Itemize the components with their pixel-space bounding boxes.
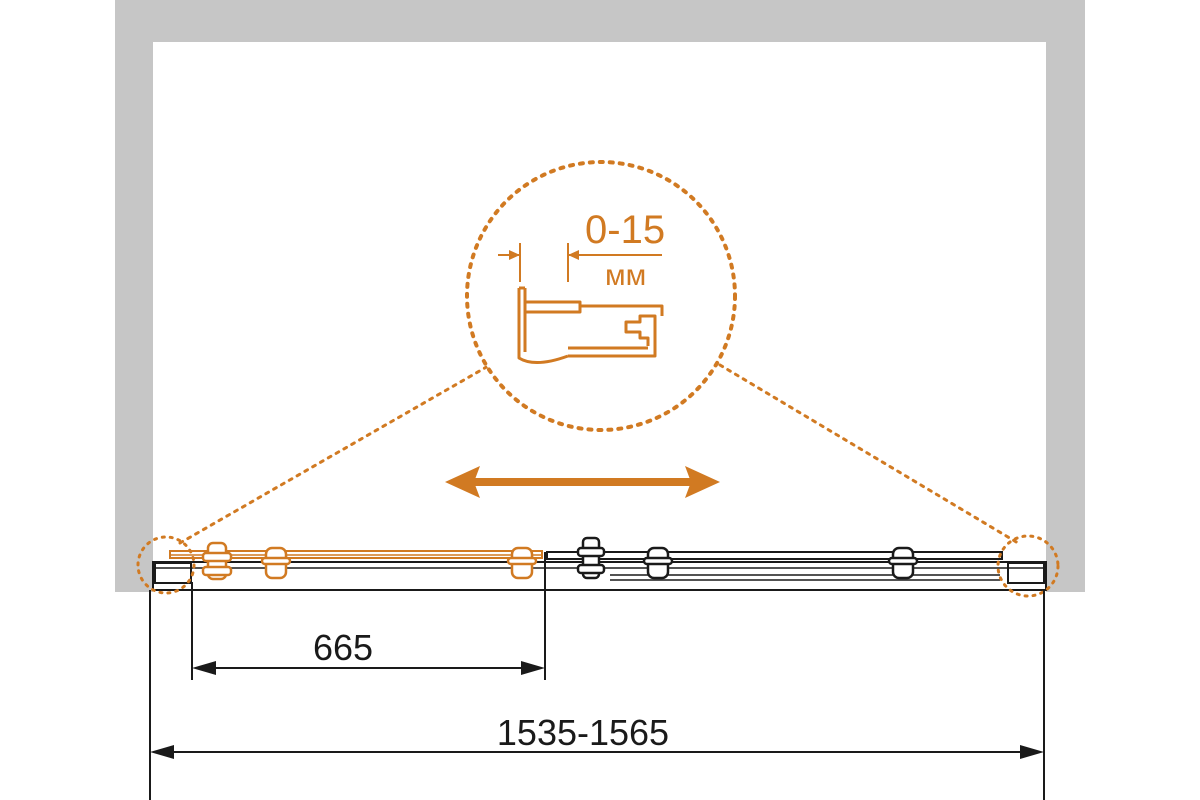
dotted-detail-circle-icon [465, 160, 737, 432]
gap-dimension [498, 243, 662, 282]
zoom-guide-lines [178, 363, 1020, 545]
zoom-guide-right [718, 363, 1020, 545]
double-headed-arrow-icon [445, 466, 720, 498]
fixed-glass-panel [546, 551, 1003, 560]
left-detail-circle-icon [136, 535, 196, 595]
wall-left [115, 0, 153, 592]
door-width-dimension [191, 552, 546, 680]
wall-niche [115, 0, 1085, 592]
total-width-dimension [149, 590, 1045, 800]
right-detail-circle-icon [996, 534, 1060, 598]
zoom-guide-left [178, 363, 492, 545]
total-width-label: 1535-1565 [497, 712, 669, 753]
orange-rollers [201, 541, 538, 581]
door-width-label: 665 [313, 627, 373, 668]
door-plan [136, 534, 1060, 598]
wall-top [115, 0, 1085, 42]
gap-unit-label: мм [605, 259, 646, 292]
black-rollers [576, 536, 919, 580]
right-wall-profile [1007, 562, 1045, 584]
gap-value-label: 0-15 [585, 208, 665, 252]
left-wall-profile [154, 562, 192, 584]
wall-profile-section [517, 286, 664, 364]
wall-right [1046, 0, 1085, 592]
